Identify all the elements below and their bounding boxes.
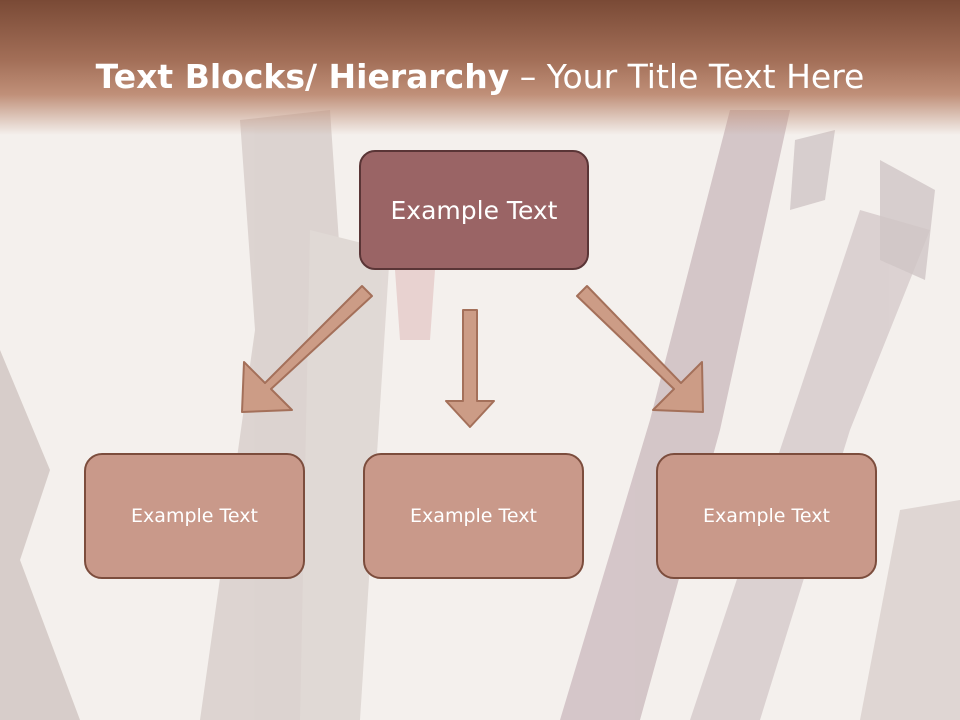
header-band xyxy=(0,0,960,135)
child-text-block-right[interactable]: Example Text xyxy=(656,453,877,579)
title-bold: Text Blocks/ Hierarchy xyxy=(95,57,510,96)
slide-title: Text Blocks/ Hierarchy – Your Title Text… xyxy=(0,52,960,102)
child-text-block-center[interactable]: Example Text xyxy=(363,453,584,579)
title-rest: – Your Title Text Here xyxy=(509,57,865,96)
child-text-block-left[interactable]: Example Text xyxy=(84,453,305,579)
down-arrow-icon xyxy=(445,309,495,428)
top-text-block[interactable]: Example Text xyxy=(359,150,589,270)
diagonal-arrow-icon xyxy=(241,285,373,413)
diagonal-arrow-icon xyxy=(576,285,704,413)
